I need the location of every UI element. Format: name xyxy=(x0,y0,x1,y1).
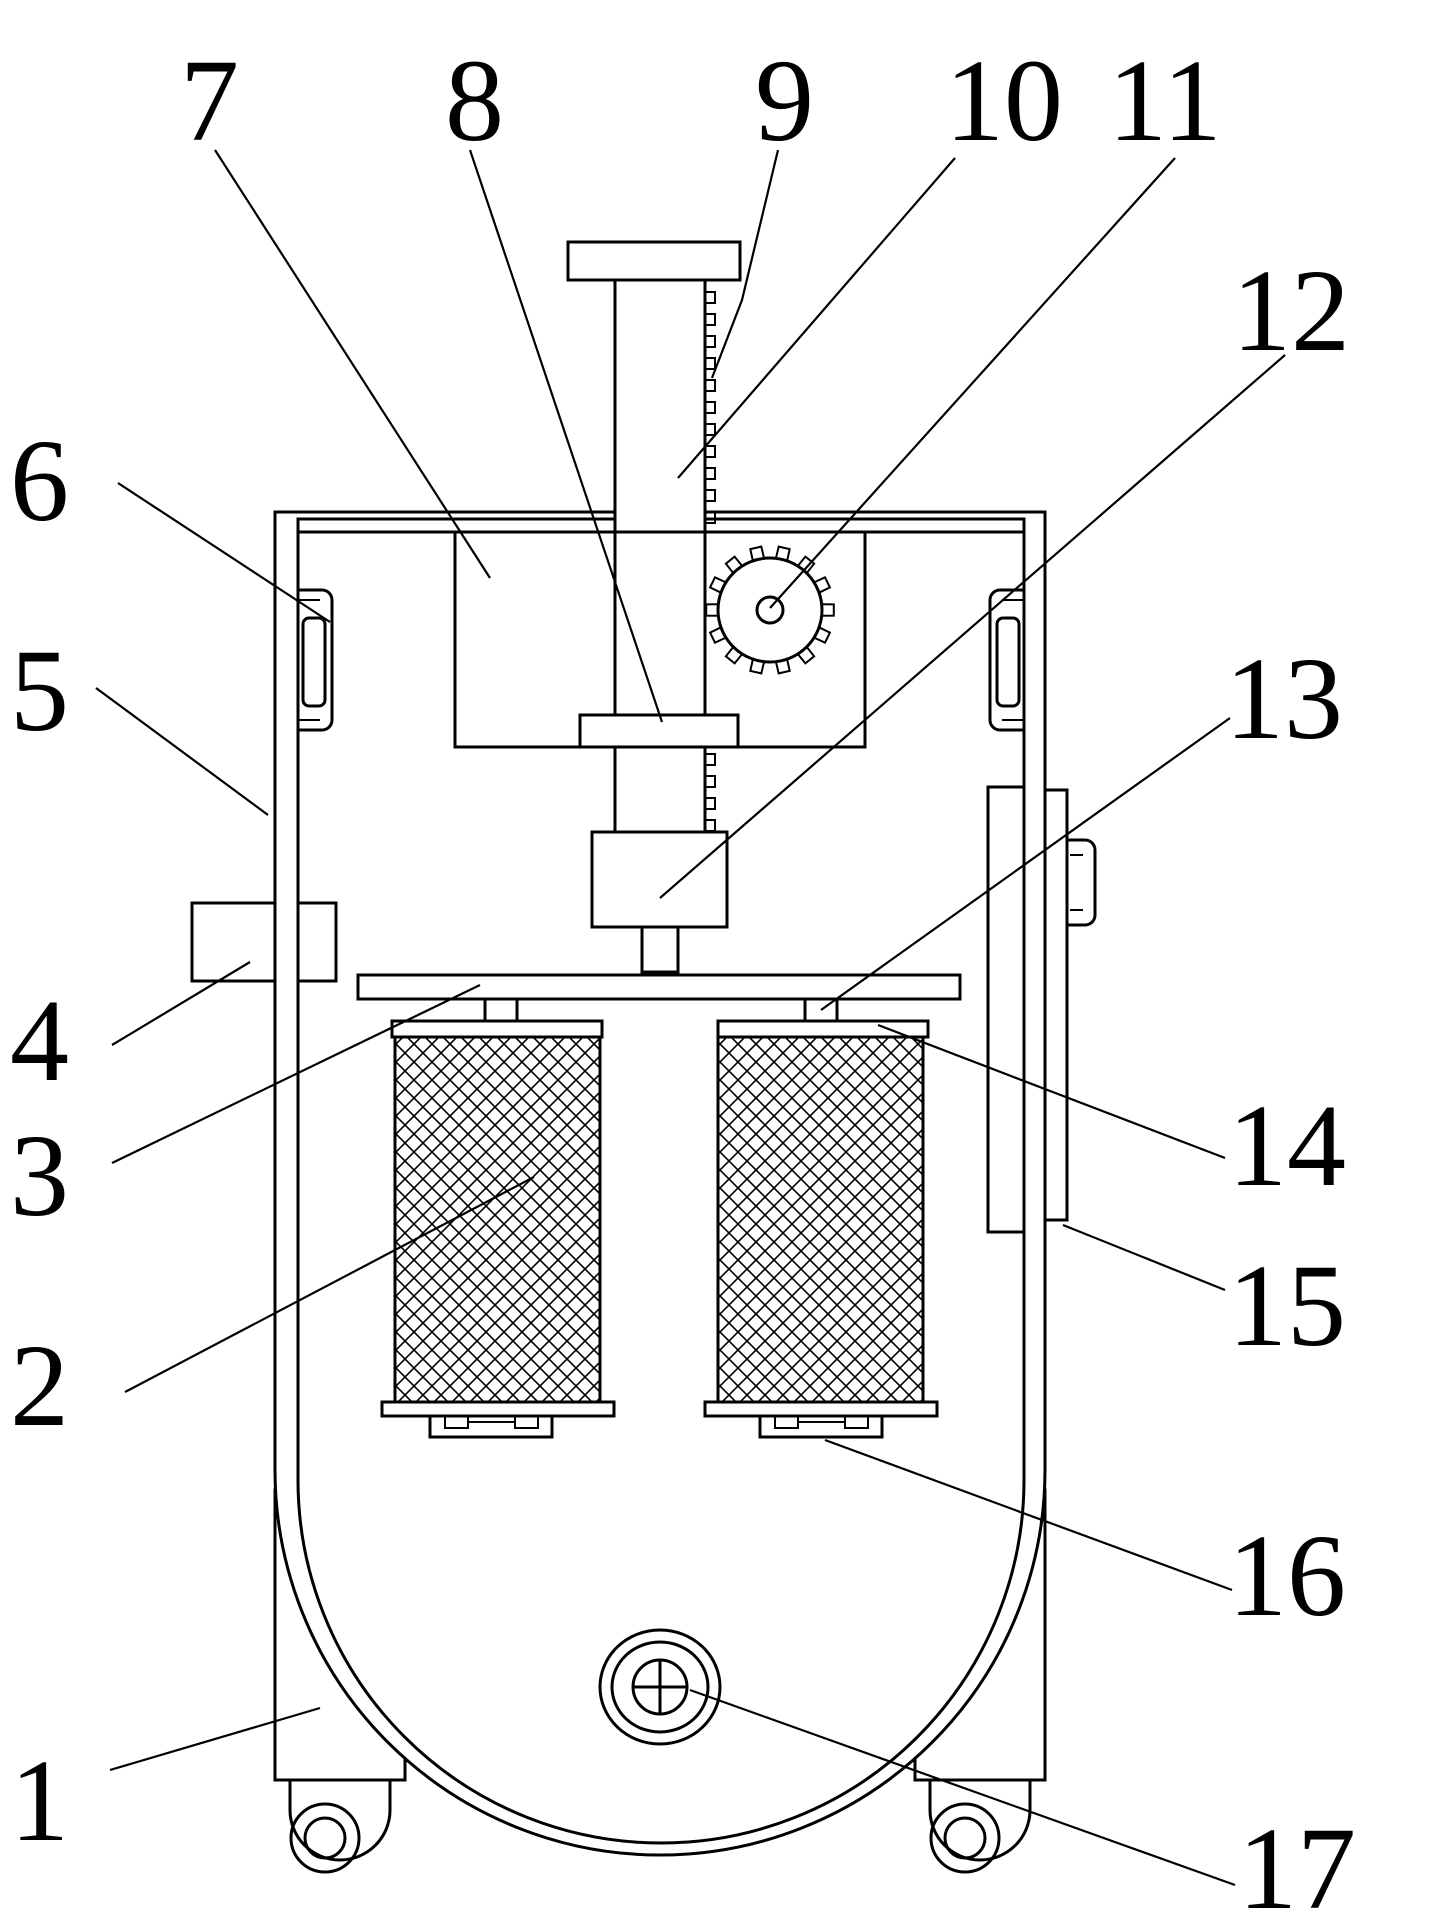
rack-tooth xyxy=(705,313,716,326)
rack-tooth xyxy=(705,379,716,392)
rack-tooth xyxy=(705,423,716,436)
label-4: 4 xyxy=(10,975,69,1106)
gear-tooth xyxy=(774,545,791,562)
rack-tooth xyxy=(705,467,716,480)
rack-top-plate xyxy=(566,240,742,282)
label-15: 15 xyxy=(1228,1240,1346,1371)
gear-tooth xyxy=(749,658,766,675)
rack-tooth xyxy=(705,797,716,810)
wheel-right xyxy=(928,1780,1032,1874)
rack-tooth xyxy=(705,775,716,788)
rack-tooth xyxy=(705,401,716,414)
rack-tooth xyxy=(705,357,716,370)
label-10: 10 xyxy=(945,35,1063,166)
label-6: 6 xyxy=(10,415,69,546)
gear-tooth xyxy=(774,658,791,675)
rack-tooth xyxy=(705,291,716,304)
support-plate xyxy=(356,973,962,1001)
rack-tooth xyxy=(705,335,716,348)
gear-tooth xyxy=(708,575,727,594)
gear-tooth xyxy=(813,626,832,645)
gear-tooth xyxy=(724,555,743,574)
tank-body xyxy=(273,510,1047,1857)
side-panel xyxy=(986,785,1097,1234)
label-9: 9 xyxy=(755,35,814,166)
gear-tooth xyxy=(724,646,743,665)
label-7: 7 xyxy=(180,35,239,166)
inlet-block xyxy=(190,901,338,983)
rack-tooth xyxy=(705,511,716,524)
clamp-ring-left xyxy=(298,588,334,732)
label-13: 13 xyxy=(1225,633,1343,764)
coupling-block xyxy=(590,830,729,974)
gear-tooth xyxy=(708,626,727,645)
filter-cage-right xyxy=(703,997,939,1439)
gear-tooth xyxy=(705,603,719,617)
clamp-ring-right xyxy=(988,588,1024,732)
label-2: 2 xyxy=(10,1320,69,1451)
part-labels: 7 8 9 10 11 12 6 5 13 4 14 3 15 2 16 1 1… xyxy=(10,35,1356,1923)
label-11: 11 xyxy=(1108,35,1222,166)
label-5: 5 xyxy=(10,625,69,756)
filter-cage-left xyxy=(380,997,616,1439)
label-8: 8 xyxy=(445,35,504,166)
bearing-plate xyxy=(578,713,740,749)
label-3: 3 xyxy=(10,1110,69,1241)
drain-valve xyxy=(598,1628,722,1746)
drive-shaft xyxy=(613,745,707,834)
label-14: 14 xyxy=(1228,1080,1346,1211)
rack-tooth xyxy=(705,445,716,458)
gear xyxy=(705,545,835,675)
label-1: 1 xyxy=(10,1735,69,1866)
gear-tooth xyxy=(797,646,816,665)
rack-tooth xyxy=(705,489,716,502)
gear-tooth xyxy=(813,575,832,594)
wheel-left xyxy=(288,1780,392,1874)
rack-tooth xyxy=(705,753,716,766)
gear-tooth xyxy=(797,555,816,574)
label-17: 17 xyxy=(1238,1803,1356,1923)
gear-tooth xyxy=(749,545,766,562)
label-16: 16 xyxy=(1228,1510,1346,1641)
leader-lines xyxy=(95,149,1286,1887)
label-12: 12 xyxy=(1232,245,1350,376)
gear-tooth xyxy=(821,603,835,617)
